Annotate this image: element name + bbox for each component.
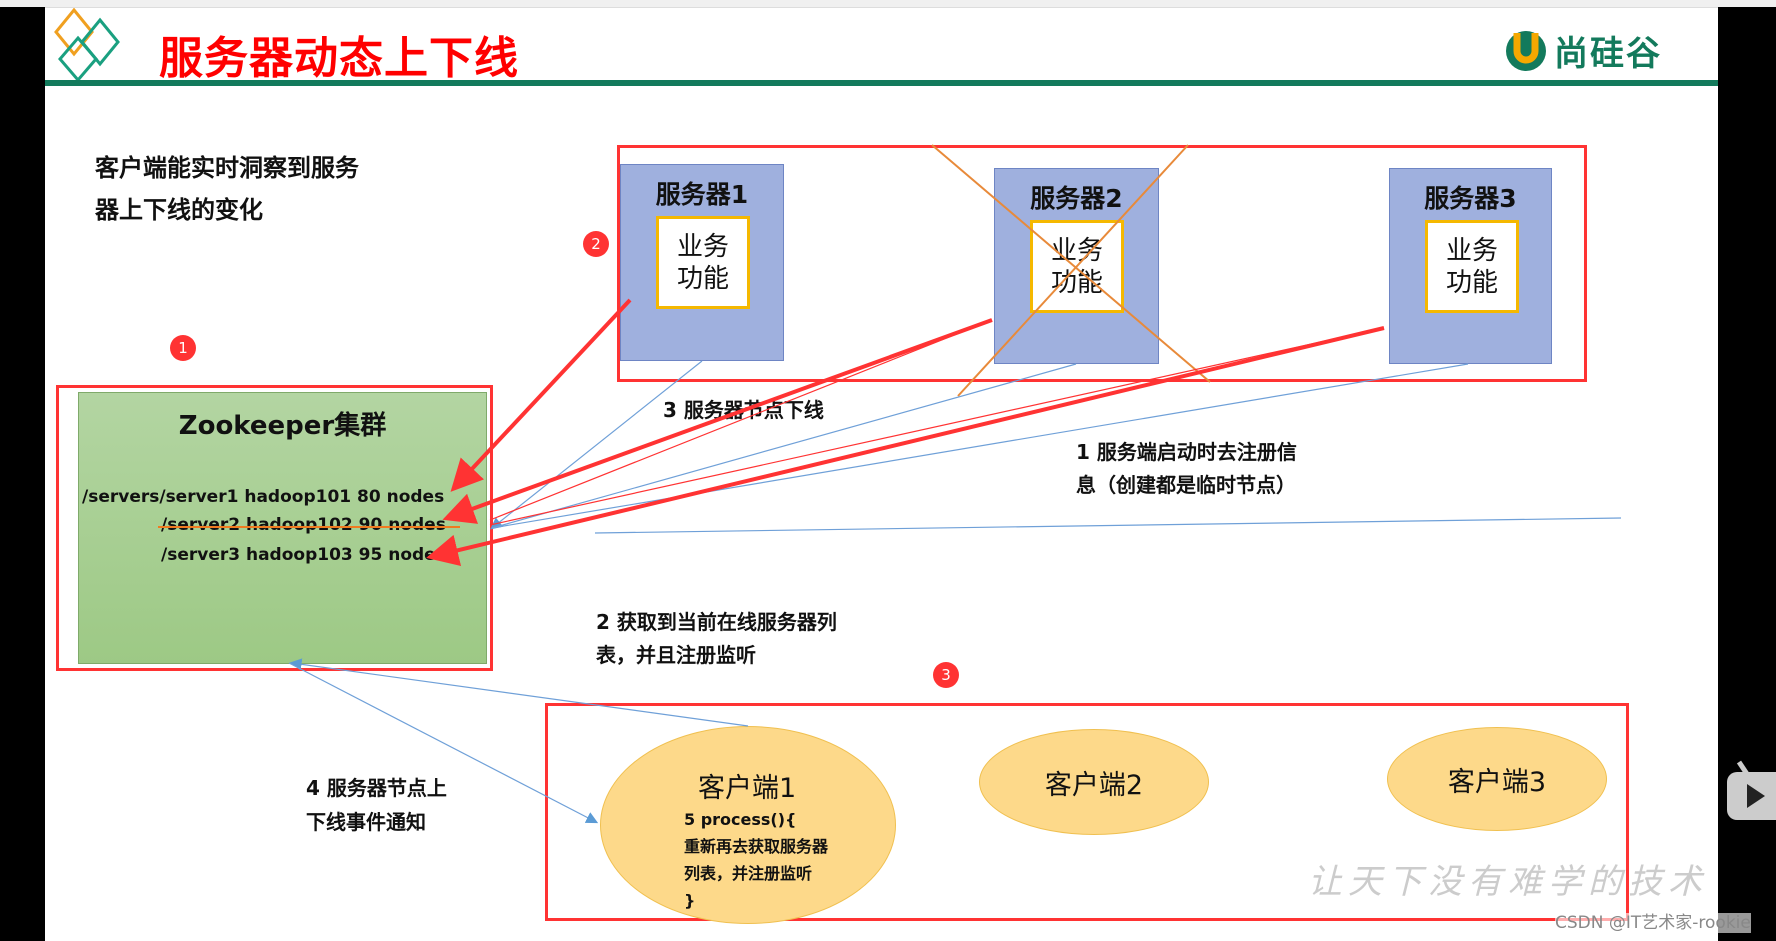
client-1-code: 5 process(){ 重新再去获取服务器 列表，并注册监听 } [684, 806, 828, 914]
step4-label: 4 服务器节点上下线事件通知 [306, 771, 447, 839]
video-play-icon[interactable] [1725, 760, 1776, 822]
server-name: 服务器2 [1030, 184, 1123, 213]
red-thin-lines [489, 319, 1385, 526]
code-line: } [684, 891, 696, 910]
server-1: 服务器1 业务功能 [620, 164, 784, 361]
step1-label: 1 服务端启动时去注册信息（创建都是临时节点） [1076, 436, 1297, 502]
function-label: 业务 [676, 231, 729, 262]
browser-top-strip [0, 0, 1776, 8]
badge-1: 1 [170, 335, 196, 361]
client-3: 客户端3 [1387, 727, 1607, 831]
red-arrows [426, 298, 1385, 566]
servers-group-box [617, 145, 1587, 382]
badge-2: 2 [583, 231, 609, 257]
step2-line: 2 获取到当前在线服务器列 [596, 610, 837, 634]
client-1 [600, 726, 896, 924]
function-label: 业务 [1445, 235, 1498, 266]
client-2-label: 客户端2 [1044, 769, 1144, 801]
watermark: 让天下没有难学的技术 [1308, 862, 1708, 902]
step1-line: 1 服务端启动时去注册信 [1076, 440, 1297, 464]
step2-line: 表，并且注册监听 [596, 643, 756, 667]
brand-logo: 尚硅谷 [1504, 26, 1662, 75]
znode-server1: /servers/server1 hadoop101 80 nodes [82, 487, 445, 507]
code-line: 列表，并注册监听 [684, 864, 813, 883]
business-function-box: 业务功能 [656, 216, 750, 309]
business-function-box: 业务功能 [1425, 220, 1519, 313]
brand-name: 尚硅谷 [1554, 34, 1662, 74]
step2-label: 2 获取到当前在线服务器列表，并且注册监听 [596, 606, 837, 672]
intro-line: 器上下线的变化 [95, 196, 263, 224]
client-2: 客户端2 [979, 729, 1209, 835]
function-label: 业务 [1050, 235, 1103, 266]
page-title: 服务器动态上下线 [159, 33, 519, 84]
left-letterbox [0, 7, 45, 941]
step4-line: 4 服务器节点上 [306, 776, 447, 800]
zookeeper-title: Zookeeper集群 [178, 411, 387, 441]
intro-text: 客户端能实时洞察到服务 器上下线的变化 [95, 147, 359, 231]
function-label: 功能 [1445, 267, 1498, 298]
znode-server2-deleted: /server2 hadoop102 90 nodes [161, 515, 446, 535]
function-label: 功能 [676, 263, 729, 294]
server-3: 服务器3 业务功能 [1389, 168, 1552, 364]
header-divider [45, 80, 1718, 86]
csdn-credit: CSDN @IT艺术家-rookie [1555, 913, 1751, 933]
u-logo-icon [1506, 30, 1546, 71]
clients-group-box [545, 703, 1629, 921]
badge-3: 3 [933, 662, 959, 688]
blue-register-lines [288, 360, 1622, 824]
intro-line: 客户端能实时洞察到服务 [95, 154, 359, 182]
code-line: 重新再去获取服务器 [684, 837, 829, 856]
client-3-label: 客户端3 [1447, 766, 1547, 798]
server-name: 服务器3 [1424, 184, 1517, 213]
step4-line: 下线事件通知 [306, 810, 426, 834]
step1-line: 息（创建都是临时节点） [1076, 473, 1296, 497]
znode-server3: /server3 hadoop103 95 nodes [161, 545, 446, 565]
client-1-label: 客户端1 [698, 773, 797, 804]
code-line: 5 process(){ [684, 810, 797, 829]
server2-offline-cross-icon [931, 144, 1211, 397]
server-name: 服务器1 [655, 180, 749, 209]
